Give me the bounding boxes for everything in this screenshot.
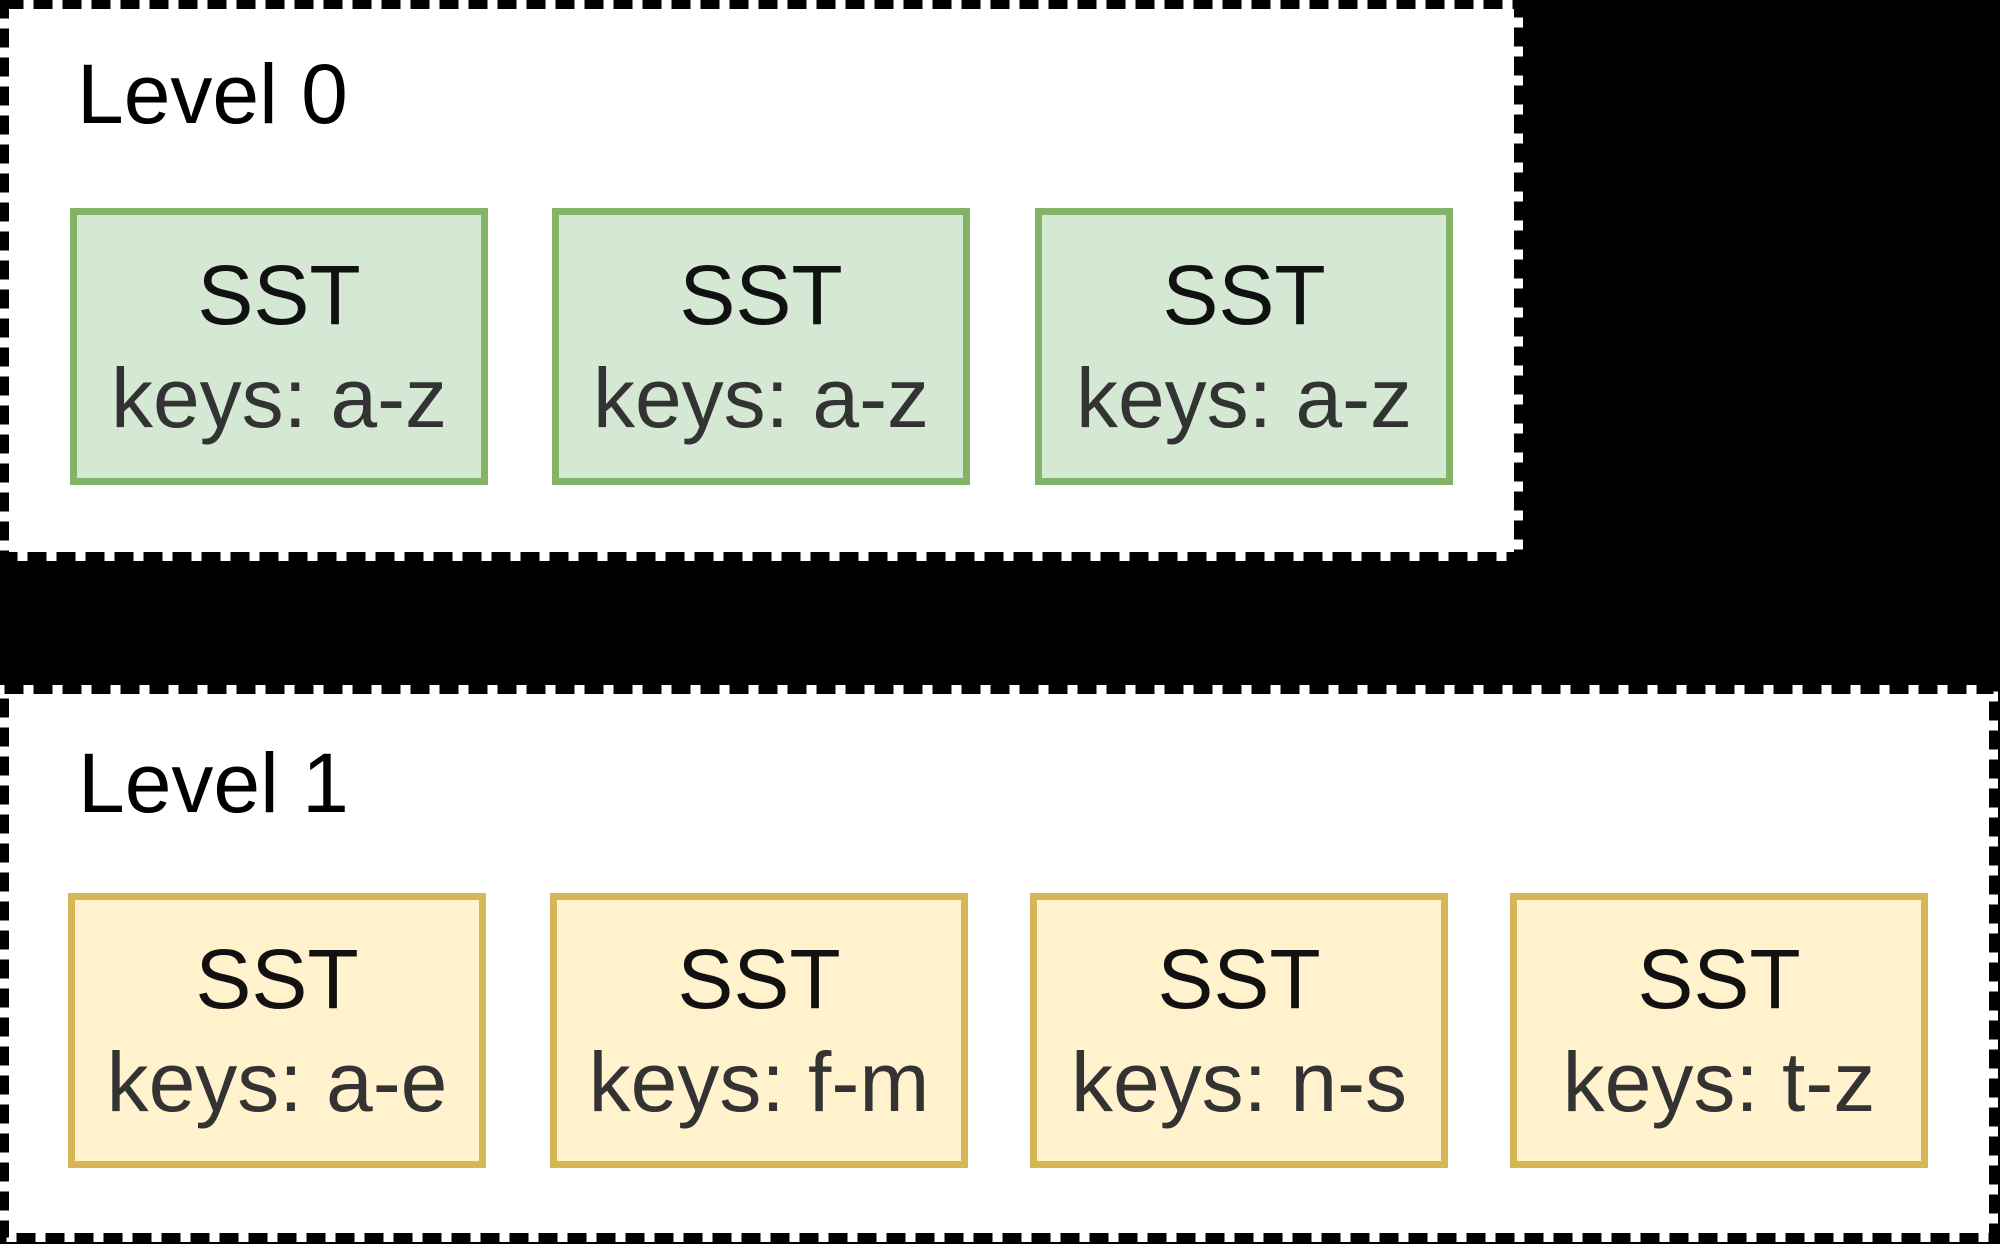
- sst-title: SST: [679, 248, 843, 343]
- sst-keys-range: keys: t-z: [1562, 1034, 1876, 1129]
- sst-keys-range: keys: a-z: [110, 350, 448, 445]
- level-0-panel: Level 0 SST keys: a-z SST keys: a-z SST …: [0, 0, 1523, 561]
- sst-keys-range: keys: a-z: [592, 350, 930, 445]
- sst-box-l1-3: SST keys: n-s: [1030, 893, 1448, 1168]
- sst-keys-range: keys: a-e: [106, 1034, 448, 1129]
- level-1-panel: Level 1 SST keys: a-e SST keys: f-m SST …: [0, 685, 1998, 1242]
- sst-box-l1-4: SST keys: t-z: [1510, 893, 1928, 1168]
- sst-keys-range: keys: n-s: [1070, 1034, 1408, 1129]
- sst-box-l1-2: SST keys: f-m: [550, 893, 968, 1168]
- level-1-label: Level 1: [78, 736, 349, 830]
- sst-box-l0-1: SST keys: a-z: [70, 208, 488, 485]
- level-0-label: Level 0: [77, 47, 348, 141]
- sst-box-l1-1: SST keys: a-e: [68, 893, 486, 1168]
- sst-title: SST: [1157, 932, 1321, 1027]
- sst-title: SST: [677, 932, 841, 1027]
- sst-title: SST: [195, 932, 359, 1027]
- sst-keys-range: keys: a-z: [1075, 350, 1413, 445]
- sst-title: SST: [197, 248, 361, 343]
- sst-title: SST: [1637, 932, 1801, 1027]
- sst-box-l0-2: SST keys: a-z: [552, 208, 970, 485]
- sst-box-l0-3: SST keys: a-z: [1035, 208, 1453, 485]
- sst-title: SST: [1162, 248, 1326, 343]
- sst-keys-range: keys: f-m: [588, 1034, 930, 1129]
